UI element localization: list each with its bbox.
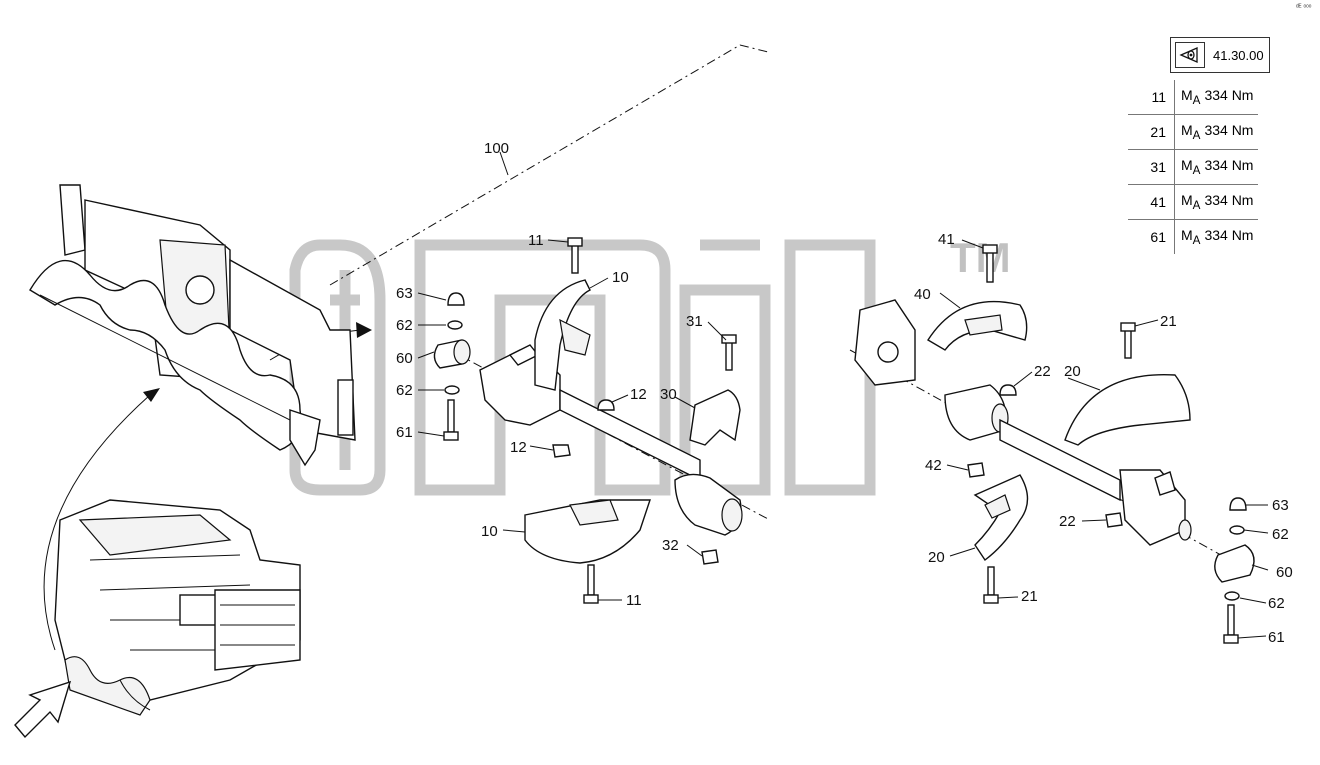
center-line-100 <box>329 44 769 286</box>
torque-item-number: 21 <box>1128 114 1175 150</box>
torque-symbol: M <box>1181 157 1193 174</box>
torque-value: 334 Nm <box>1204 122 1254 139</box>
arrowhead-1 <box>143 388 160 402</box>
torque-symbol: M <box>1181 87 1193 104</box>
callout-c62d: 62 <box>1268 595 1285 612</box>
left-lower-shield <box>524 499 719 604</box>
callout-c20b: 20 <box>928 549 945 566</box>
arrowhead-2 <box>356 322 372 338</box>
reference-code: 41.30.00 <box>1213 47 1264 63</box>
callout-c63a: 63 <box>396 285 413 302</box>
callout-c61a: 61 <box>396 424 413 441</box>
torque-symbol: M <box>1181 227 1193 244</box>
curved-arrow-1 <box>43 394 151 651</box>
callout-c40: 40 <box>914 286 931 303</box>
callout-c60b: 60 <box>1276 564 1293 581</box>
callout-c100: 100 <box>484 140 509 157</box>
callout-c21b: 21 <box>1021 588 1038 605</box>
torque-subscript: A <box>1192 93 1201 107</box>
torque-value: 334 Nm <box>1204 87 1254 104</box>
callout-c21a: 21 <box>1160 313 1177 330</box>
callout-c62c: 62 <box>1272 526 1289 543</box>
callout-c22a: 22 <box>1034 363 1051 380</box>
callout-c22b: 22 <box>1059 513 1076 530</box>
shield-40 <box>927 244 1028 351</box>
callout-c20a: 20 <box>1064 363 1081 380</box>
torque-item-number: 31 <box>1128 149 1175 185</box>
nut-22b <box>1105 512 1123 528</box>
nut-32 <box>701 549 719 565</box>
torque-symbol: M <box>1181 122 1193 139</box>
torque-item-number: 11 <box>1128 80 1175 115</box>
callout-c31: 31 <box>686 313 703 330</box>
view-direction-arrow <box>14 680 72 739</box>
callout-c60a: 60 <box>396 350 413 367</box>
right-bearing-hardware <box>1214 497 1255 644</box>
leader-lines <box>417 151 1269 639</box>
right-bearing-housing <box>854 299 1192 546</box>
shield-20-lower <box>973 474 1029 604</box>
callout-c62a: 62 <box>396 317 413 334</box>
torque-subscript: A <box>1192 198 1201 212</box>
corner-mark: ᵈᴱ ᵒᵒᵒ <box>1296 4 1312 11</box>
shield-20-upper <box>1064 322 1191 446</box>
nut-42 <box>967 462 985 478</box>
watermark: TM <box>289 234 1011 496</box>
callout-c11a: 11 <box>528 232 544 249</box>
torque-subscript: A <box>1192 163 1201 177</box>
reference-box: 41.30.00 <box>1170 37 1270 73</box>
torque-value: 334 Nm <box>1204 192 1254 209</box>
bracket-30 <box>689 334 741 446</box>
callout-c61b: 61 <box>1268 629 1285 646</box>
watermark-tm: TM <box>950 234 1011 281</box>
left-bearing-hardware <box>433 292 471 441</box>
callout-labels: 100 11 10 63 62 60 62 61 31 12 30 12 10 32 11 41 40 21 22 2… <box>396 140 1293 646</box>
torque-subscript: A <box>1192 128 1201 142</box>
callout-c63b: 63 <box>1272 497 1289 514</box>
left-upper-shield <box>534 237 591 391</box>
callout-c10a: 10 <box>612 269 629 286</box>
auger-assembly <box>29 184 356 467</box>
paver-overview <box>54 499 301 716</box>
callout-c12a: 12 <box>630 386 647 403</box>
cap-12a <box>597 399 615 411</box>
callout-c10b: 10 <box>481 523 498 540</box>
callout-c12b: 12 <box>510 439 527 456</box>
cap-22a <box>999 384 1017 396</box>
torque-value: 334 Nm <box>1204 227 1254 244</box>
callout-c32: 32 <box>662 537 679 554</box>
torque-subscript: A <box>1192 233 1201 247</box>
callout-c11b: 11 <box>626 592 642 609</box>
torque-value: 334 Nm <box>1204 157 1254 174</box>
eye-view-icon <box>1175 42 1205 68</box>
callout-c41: 41 <box>938 231 955 248</box>
callout-c30: 30 <box>660 386 677 403</box>
callout-c42: 42 <box>925 457 942 474</box>
callout-c62b: 62 <box>396 382 413 399</box>
nut-12b <box>552 444 571 458</box>
torque-item-number: 61 <box>1128 219 1175 254</box>
torque-symbol: M <box>1181 192 1193 209</box>
torque-item-number: 41 <box>1128 184 1175 220</box>
